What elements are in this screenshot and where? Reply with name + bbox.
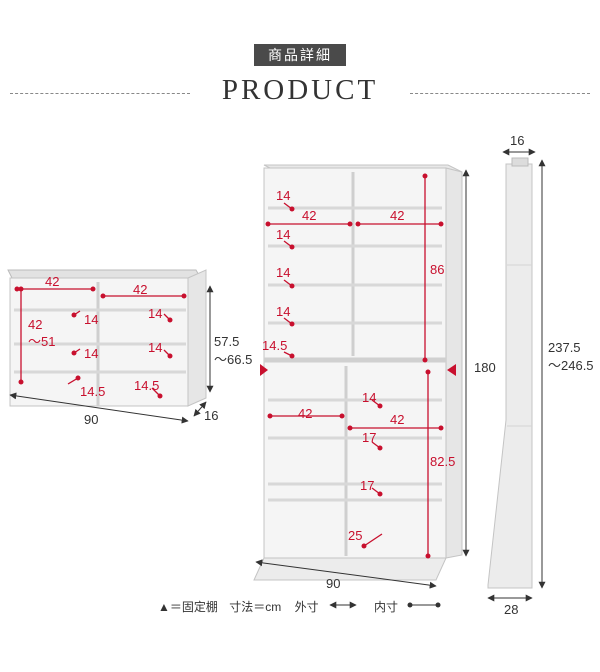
small-shelf-outer-dims (9, 285, 214, 424)
tall-outer-height: 180 (474, 360, 496, 375)
product-detail-badge: 商品詳細 (254, 44, 346, 66)
small-shelf-inner-dims (14, 286, 187, 399)
legend-outer: 外寸 (294, 600, 319, 614)
small-outer-height-2: 〜66.5 (214, 352, 252, 367)
tall-inner-height-bottom: 82.5 (430, 454, 455, 469)
small-shelf-outer-labels: 90 57.5 〜66.5 16 (84, 334, 252, 427)
side-depth-top: 16 (510, 133, 524, 148)
legend-unit: 寸法＝cm (229, 600, 282, 614)
tall-shelf (253, 164, 463, 581)
small-bottom-right: 14.5 (134, 378, 159, 393)
legend-fixed-shelf: ▲＝固定棚 (158, 600, 218, 614)
tall-gap-r4: 25 (348, 528, 362, 543)
tall-gap-4: 14 (276, 304, 290, 319)
tall-shelf-outer-labels: 180 90 (326, 360, 496, 591)
page-title: PRODUCT (221, 74, 379, 106)
side-height-2: 〜246.5 (548, 358, 594, 373)
tall-inner-width-bottom-left: 42 (298, 406, 312, 421)
tall-gap-3: 14 (276, 265, 290, 280)
tall-shelf-inner-dims (265, 173, 444, 559)
small-gap-right-2: 14 (148, 340, 162, 355)
tall-inner-width-top-left: 42 (302, 208, 316, 223)
tall-gap-r1: 14 (362, 390, 376, 405)
tall-shelf-outer-dims (255, 169, 470, 589)
small-outer-height-1: 57.5 (214, 334, 239, 349)
title-divider-left (10, 93, 190, 94)
side-view (487, 148, 546, 602)
tall-inner-width-top-right: 42 (390, 208, 404, 223)
small-inner-width-left: 42 (45, 274, 59, 289)
side-depth-bottom: 28 (504, 602, 518, 617)
tall-top-gap: 14 (276, 188, 290, 203)
title-divider-right (410, 93, 590, 94)
legend-inner: 内寸 (373, 600, 398, 614)
small-outer-width: 90 (84, 412, 98, 427)
small-bottom-left: 14.5 (80, 384, 105, 399)
small-gap-left-2: 14 (84, 346, 98, 361)
tall-inner-height-top: 86 (430, 262, 444, 277)
side-view-labels: 16 28 237.5 〜246.5 (504, 133, 594, 617)
tall-outer-width: 90 (326, 576, 340, 591)
tall-inner-width-bottom-right: 42 (390, 412, 404, 427)
tall-gap-r2: 17 (362, 430, 376, 445)
fixed-shelf-marker-right (447, 364, 456, 376)
tall-gap-r3: 17 (360, 478, 374, 493)
side-height-1: 237.5 (548, 340, 581, 355)
small-inner-height-1: 42 (28, 317, 42, 332)
small-inner-width-right: 42 (133, 282, 147, 297)
fixed-shelf-marker-left (260, 364, 268, 376)
small-gap-left-1: 14 (84, 312, 98, 327)
tall-gap-2: 14 (276, 227, 290, 242)
tall-gap-5: 14.5 (262, 338, 287, 353)
small-outer-depth: 16 (204, 408, 218, 423)
small-inner-height-2: 〜51 (28, 334, 55, 349)
legend-symbols (329, 601, 441, 609)
small-gap-right-1: 14 (148, 306, 162, 321)
tall-shelf-labels: 14 42 42 14 14 14 14.5 86 42 42 14 17 17… (262, 188, 455, 543)
legend: ▲＝固定棚 寸法＝cm 外寸 内寸 (158, 598, 398, 615)
